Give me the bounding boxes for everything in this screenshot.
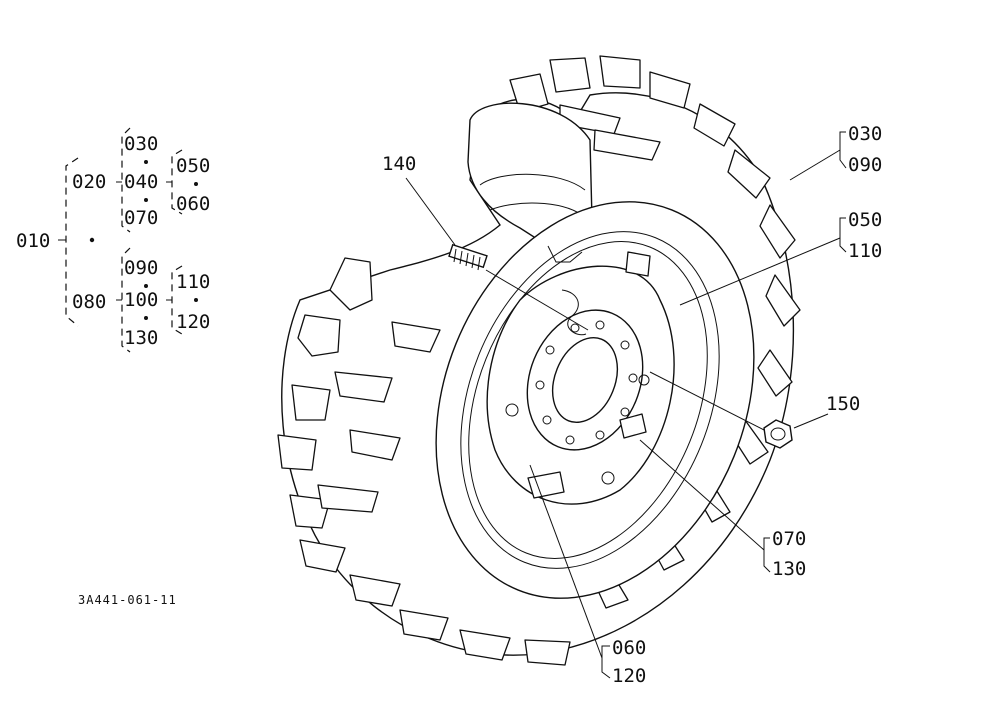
callout-150: 150 (826, 393, 860, 415)
tree-group-a-item-3: 070 (124, 207, 158, 229)
tread-lugs-left (277, 257, 571, 666)
callout-070: 070 (772, 528, 806, 550)
tree-group-b-sub-1: 110 (176, 271, 210, 293)
tree-group-a-label: 020 (72, 171, 106, 193)
tree-group-b-item-1: 090 (124, 257, 158, 279)
callout-130: 130 (772, 558, 806, 580)
tree-group-a-sub-1: 050 (176, 155, 210, 177)
callout-090-top: 090 (848, 154, 882, 176)
tree-group-b-item-3: 130 (124, 327, 158, 349)
tree-group-b-sub-2: 120 (176, 311, 210, 333)
callout-140: 140 (382, 153, 416, 175)
callout-110: 110 (848, 240, 882, 262)
wheel-rim-inner (460, 231, 720, 569)
callout-060: 060 (612, 637, 646, 659)
hub-bolt-holes (535, 320, 638, 445)
tree-group-a-sub-2: 060 (176, 193, 210, 215)
callouts: 140 030 090 050 110 150 070 130 060 120 (382, 123, 882, 687)
tree-root-label: 010 (16, 230, 50, 252)
tree-group-b-item-2: 100 (124, 289, 158, 311)
wheel-nut (763, 419, 793, 449)
tree-group-a-item-2: 040 (124, 171, 158, 193)
tree-group-b-label: 080 (72, 291, 106, 313)
assembly-tree: 010 020 030 040 070 050 060 080 090 100 … (16, 127, 210, 353)
callout-120: 120 (612, 665, 646, 687)
hub-center-hole (551, 336, 619, 424)
tire-assembly-illustration (277, 55, 801, 666)
stud-bolt (448, 243, 488, 271)
drawing-code: 3A441-061-11 (78, 593, 177, 607)
callout-050: 050 (848, 209, 882, 231)
tree-group-a-item-1: 030 (124, 133, 158, 155)
callout-030: 030 (848, 123, 882, 145)
